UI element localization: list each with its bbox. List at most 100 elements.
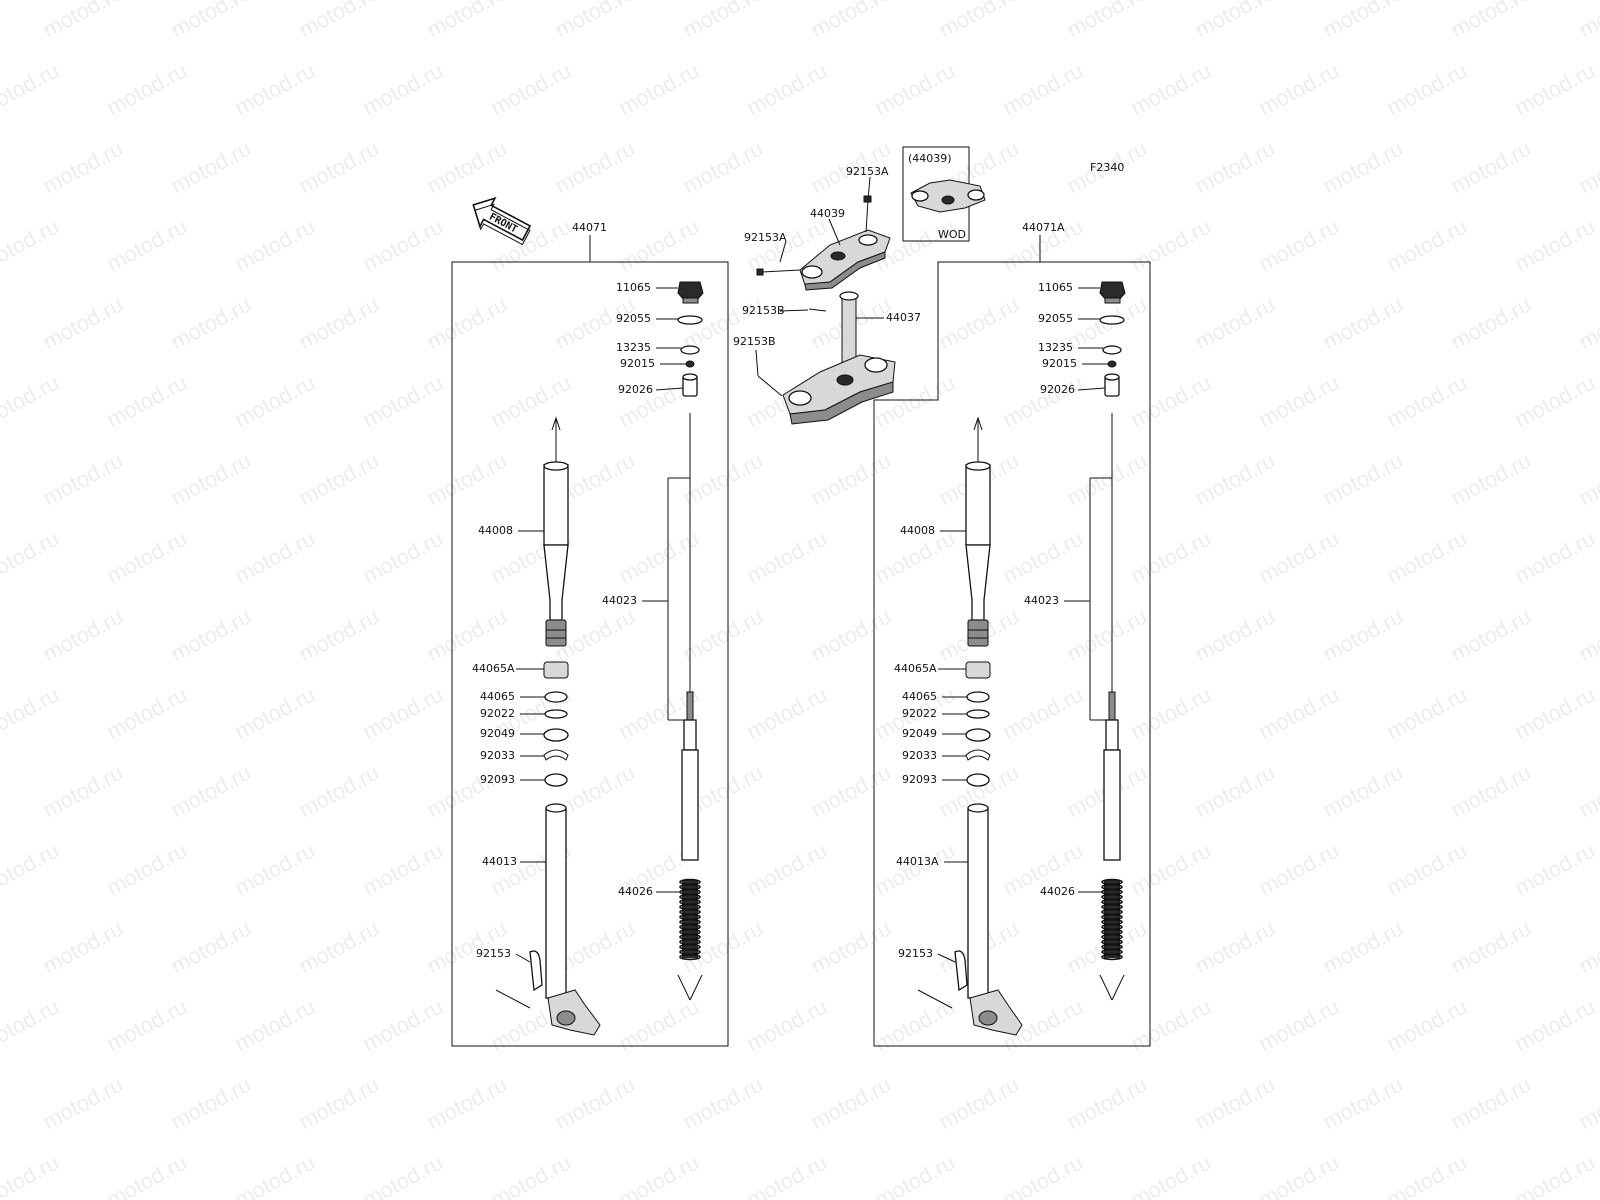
watermark-text: motod.ru	[1511, 994, 1599, 1057]
watermark-text: motod.ru	[1447, 760, 1535, 823]
upper-clamp-label-top: 92153A	[846, 165, 889, 178]
inset-caption: WOD	[938, 228, 966, 241]
left-part-label: 92055	[616, 312, 651, 325]
watermark-text: motod.ru	[551, 136, 639, 199]
watermark-text: motod.ru	[103, 214, 191, 277]
left-assembly-label: 44071	[572, 221, 607, 234]
left-part-label: 92026	[618, 383, 653, 396]
inset-ref-label: (44039)	[908, 152, 952, 165]
watermark-text: motod.ru	[1319, 1072, 1407, 1135]
watermark-text: motod.ru	[1127, 526, 1215, 589]
watermark-text: motod.ru	[615, 214, 703, 277]
watermark-text: motod.ru	[743, 994, 831, 1057]
watermark-text: motod.ru	[807, 448, 895, 511]
watermark-text: motod.ru	[1191, 760, 1279, 823]
watermark-text: motod.ru	[1255, 838, 1343, 901]
watermark-text: motod.ru	[1127, 682, 1215, 745]
watermark-text: motod.ru	[103, 994, 191, 1057]
watermark-text: motod.ru	[1575, 136, 1600, 199]
watermark-text: motod.ru	[1447, 292, 1535, 355]
watermark-text: motod.ru	[1383, 994, 1471, 1057]
watermark-text: motod.ru	[999, 526, 1087, 589]
watermark-text: motod.ru	[1511, 526, 1599, 589]
watermark-text: motod.ru	[1575, 604, 1600, 667]
left-leader-line	[515, 953, 531, 963]
left-part-label: 92015	[620, 357, 655, 370]
watermark-text: motod.ru	[1255, 526, 1343, 589]
watermark-text: motod.ru	[167, 292, 255, 355]
watermark-text: motod.ru	[743, 1150, 831, 1200]
left-part-label: 92033	[480, 749, 515, 762]
watermark-text: motod.ru	[295, 1072, 383, 1135]
watermark-text: motod.ru	[1511, 838, 1599, 901]
left-part-label: 92093	[480, 773, 515, 786]
watermark-text: motod.ru	[1191, 136, 1279, 199]
watermark-text: motod.ru	[487, 1150, 575, 1200]
watermark-text: motod.ru	[679, 0, 767, 42]
watermark-text: motod.ru	[807, 760, 895, 823]
watermark-text: motod.ru	[1127, 214, 1215, 277]
watermark-text: motod.ru	[423, 0, 511, 42]
watermark-text: motod.ru	[1191, 292, 1279, 355]
upper-triple-clamp	[756, 195, 891, 291]
watermark-text: motod.ru	[423, 760, 511, 823]
watermark-text: motod.ru	[295, 448, 383, 511]
right-assembly-frame	[873, 261, 1151, 1047]
left-part-label: 92022	[480, 707, 515, 720]
watermark-text: motod.ru	[807, 1072, 895, 1135]
watermark-text: motod.ru	[1447, 916, 1535, 979]
watermark-text: motod.ru	[1575, 0, 1600, 42]
right-leader-line	[937, 953, 956, 963]
lower-clamp-label-lower-bolt: 92153B	[733, 335, 776, 348]
watermark-text: motod.ru	[359, 838, 447, 901]
watermark-text: motod.ru	[999, 1150, 1087, 1200]
watermark-text: motod.ru	[295, 136, 383, 199]
watermark-text: motod.ru	[39, 1072, 127, 1135]
upper-clamp-inset: (44039) WOD	[902, 146, 986, 242]
watermark-text: motod.ru	[0, 682, 63, 745]
right-fork-labels: 1106592055132359201592026440084402344065…	[894, 281, 1108, 963]
watermark-text: motod.ru	[423, 136, 511, 199]
left-part-label: 44013	[482, 855, 517, 868]
left-part-label: 44026	[618, 885, 653, 898]
watermark-text: motod.ru	[359, 370, 447, 433]
watermark-text: motod.ru	[1319, 136, 1407, 199]
watermark-text: motod.ru	[1127, 370, 1215, 433]
right-part-label: 44065A	[894, 662, 937, 675]
right-part-label: 44023	[1024, 594, 1059, 607]
watermark-text: motod.ru	[1575, 1072, 1600, 1135]
watermark-text: motod.ru	[999, 682, 1087, 745]
watermark-text: motod.ru	[231, 58, 319, 121]
watermark-text: motod.ru	[39, 0, 127, 42]
watermark-text: motod.ru	[103, 1150, 191, 1200]
watermark-text: motod.ru	[359, 682, 447, 745]
watermark-text: motod.ru	[1127, 1150, 1215, 1200]
watermark-text: motod.ru	[0, 58, 63, 121]
left-assembly-frame	[451, 261, 729, 1047]
right-part-label: 44065	[902, 690, 937, 703]
watermark-text: motod.ru	[1255, 682, 1343, 745]
spring-coil	[679, 953, 701, 961]
watermark-text: motod.ru	[423, 292, 511, 355]
watermark-text: motod.ru	[423, 604, 511, 667]
watermark-text: motod.ru	[0, 1150, 63, 1200]
right-spring	[1101, 878, 1123, 961]
watermark-text: motod.ru	[1511, 682, 1599, 745]
left-part-label: 13235	[616, 341, 651, 354]
watermark-text: motod.ru	[871, 838, 959, 901]
watermark-text: motod.ru	[39, 448, 127, 511]
upper-clamp-label-left: 92153A	[744, 231, 787, 244]
watermark-text: motod.ru	[935, 0, 1023, 42]
watermark-text: motod.ru	[1447, 1072, 1535, 1135]
watermark-text: motod.ru	[167, 1072, 255, 1135]
watermark-text: motod.ru	[1511, 370, 1599, 433]
watermark-text: motod.ru	[679, 448, 767, 511]
watermark-text: motod.ru	[359, 1150, 447, 1200]
watermark-text: motod.ru	[1383, 1150, 1471, 1200]
watermark-text: motod.ru	[999, 370, 1087, 433]
watermark-text: motod.ru	[231, 682, 319, 745]
right-assembly-label: 44071A	[1022, 221, 1065, 234]
watermark-text: motod.ru	[231, 994, 319, 1057]
watermark-text: motod.ru	[487, 370, 575, 433]
watermark-text: motod.ru	[999, 58, 1087, 121]
